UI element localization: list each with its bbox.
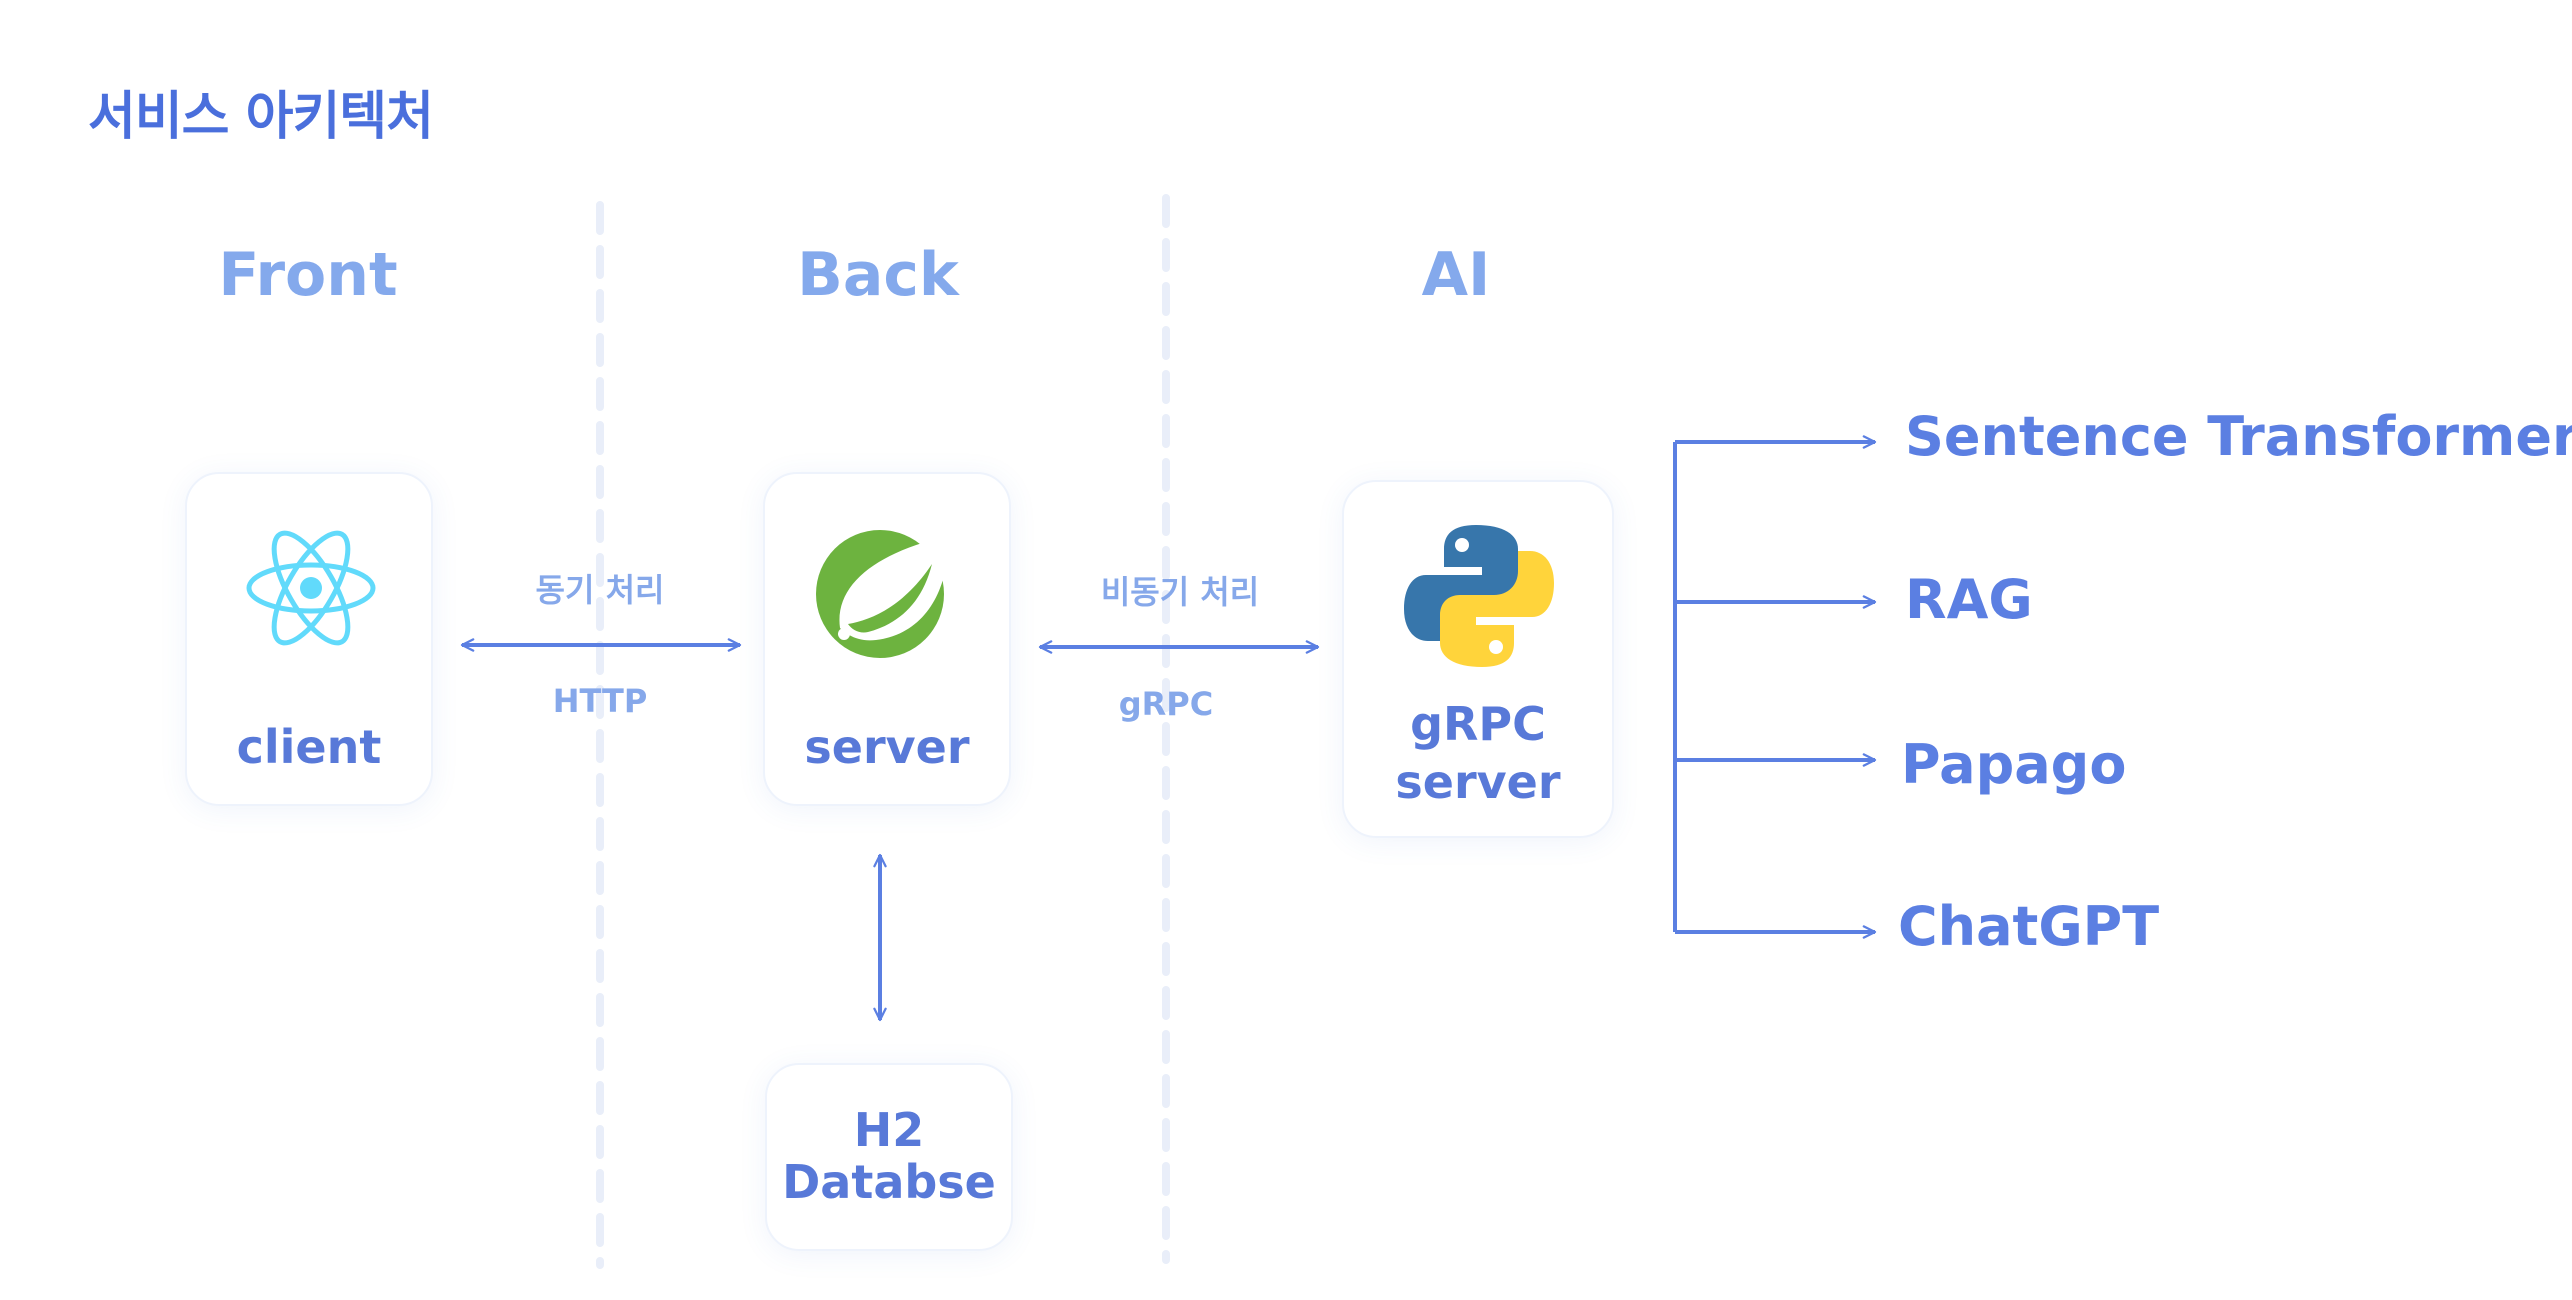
column-header-front: Front	[218, 240, 398, 310]
column-header-back: Back	[797, 240, 959, 310]
database-label-line1: H2	[853, 1103, 925, 1157]
service-rag: RAG	[1905, 568, 2033, 631]
column-header-ai: AI	[1421, 240, 1491, 310]
service-chatgpt: ChatGPT	[1898, 895, 2160, 958]
database-node: H2 Databse	[765, 1063, 1013, 1251]
server-node: server	[763, 472, 1011, 806]
python-icon	[1404, 525, 1554, 667]
spring-icon	[816, 530, 949, 658]
edge-label-back-ai-mode: 비동기 처리	[1100, 573, 1260, 611]
database-label-line2: Databse	[782, 1155, 996, 1209]
server-label: server	[804, 720, 970, 774]
page-title: 서비스 아키텍처	[88, 87, 434, 147]
edge-label-back-ai-protocol: gRPC	[1118, 685, 1214, 723]
grpc-server-label-line2: server	[1395, 755, 1561, 809]
client-label: client	[236, 720, 382, 774]
react-icon	[246, 530, 376, 646]
client-node: client	[185, 472, 433, 806]
edge-label-front-back-protocol: HTTP	[552, 682, 648, 720]
service-papago: Papago	[1901, 733, 2127, 796]
grpc-server-node: gRPC server	[1342, 480, 1614, 838]
edge-label-front-back-mode: 동기 처리	[535, 571, 665, 609]
service-sentence-transformer: Sentence Transformer	[1905, 405, 2572, 468]
grpc-server-label-line1: gRPC	[1410, 697, 1546, 751]
